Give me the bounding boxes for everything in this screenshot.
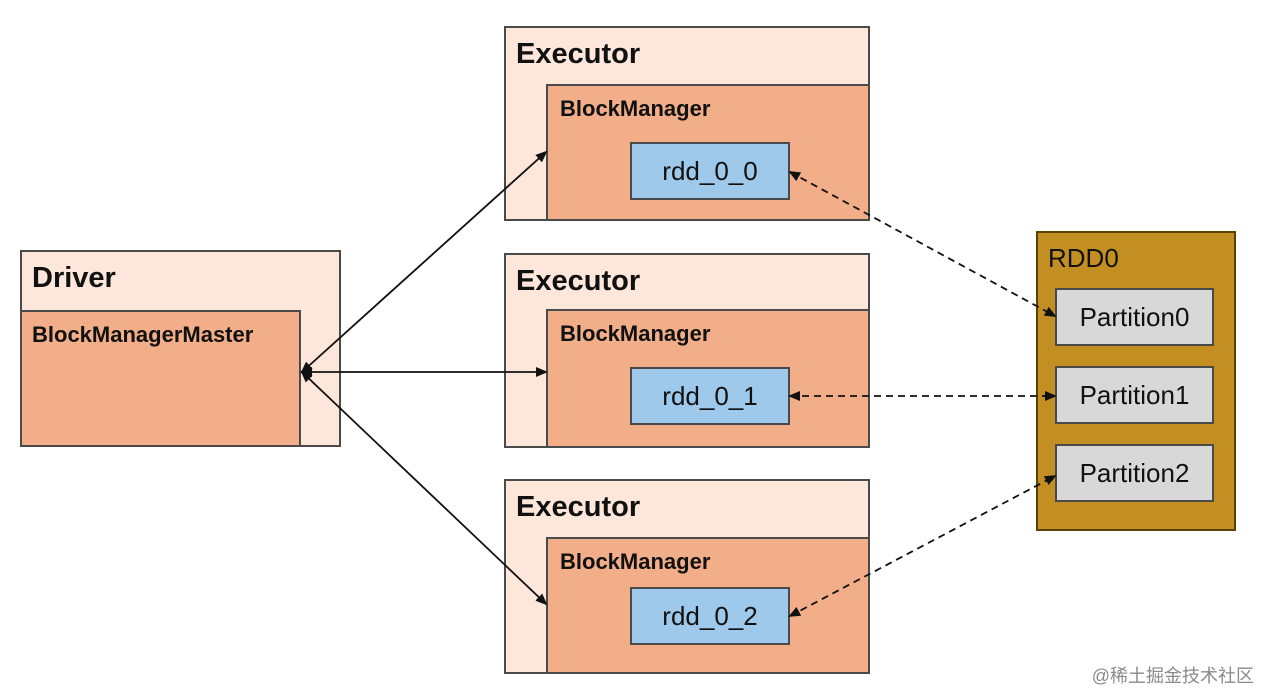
executor-title-1: Executor	[516, 265, 641, 297]
rdd0-title: RDD0	[1048, 243, 1119, 273]
partition-2: Partition2	[1055, 444, 1214, 502]
executor-title-0: Executor	[516, 38, 641, 70]
rdd-block-2: rdd_0_2	[630, 587, 790, 645]
rdd-block-0: rdd_0_0	[630, 142, 790, 200]
executor-title-2: Executor	[516, 491, 641, 523]
block-manager-label-2: BlockManager	[560, 549, 711, 574]
block-manager-label-1: BlockManager	[560, 321, 711, 346]
partition-0: Partition0	[1055, 288, 1214, 346]
partition-1: Partition1	[1055, 366, 1214, 424]
driver-title: Driver	[32, 262, 116, 294]
block-manager-master-box: BlockManagerMaster	[20, 310, 301, 447]
rdd-block-1: rdd_0_1	[630, 367, 790, 425]
block-manager-master-label: BlockManagerMaster	[32, 322, 254, 347]
block-manager-label-0: BlockManager	[560, 96, 711, 121]
watermark-text: @稀土掘金技术社区	[1091, 666, 1254, 686]
